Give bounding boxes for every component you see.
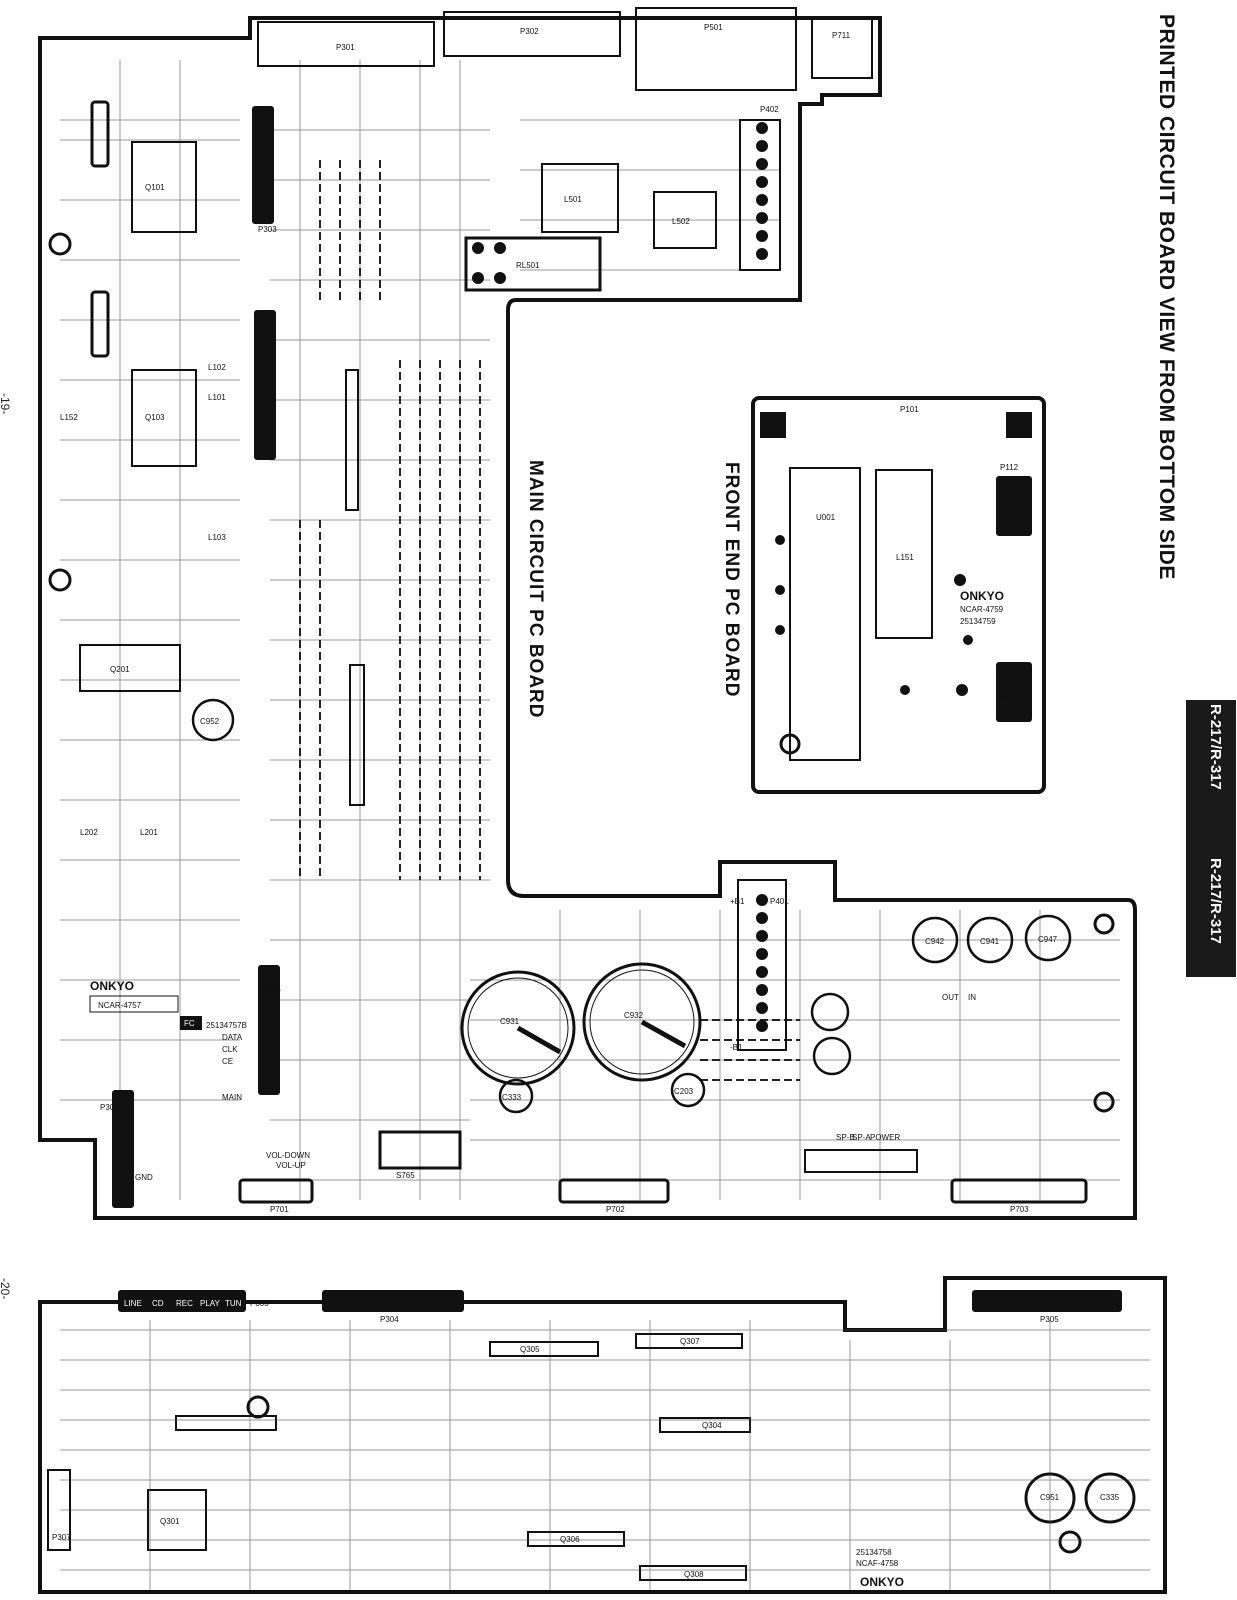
- coil-l101: L101: [208, 393, 226, 402]
- label-data: DATA: [222, 1033, 243, 1042]
- p303-pin-rec: REC: [176, 1299, 193, 1308]
- bb-conn-p304: P304: [380, 1315, 399, 1324]
- main-part-number: 25134757B: [206, 1021, 247, 1030]
- coil-l102: L102: [208, 363, 226, 372]
- front-end-board-outline: [751, 396, 1046, 794]
- fe-part-number: 25134759: [960, 617, 996, 626]
- ic-q103: Q103: [145, 413, 165, 422]
- cap-c335: C333: [502, 1093, 522, 1102]
- fe-conn-p111: P111: [1000, 693, 1018, 702]
- conn-p702: P702: [606, 1205, 625, 1214]
- conn-p703: P703: [1010, 1205, 1029, 1214]
- switch-s765: S765: [396, 1171, 415, 1180]
- p303-pin-line: LINE: [124, 1299, 142, 1308]
- main-board-outline: [38, 16, 1137, 1220]
- main-fc: FC: [184, 1019, 195, 1028]
- p303-pin-tun: TUN: [225, 1299, 242, 1308]
- bb-q308: Q308: [684, 1570, 704, 1579]
- fe-l151: L151: [896, 553, 914, 562]
- conn-p306: P306: [100, 1103, 119, 1112]
- front-end-board-title: FRONT END PC BOARD: [721, 462, 742, 698]
- cap-c333: C203: [674, 1087, 694, 1096]
- conn-p701: P701: [270, 1205, 289, 1214]
- conn-p301: P301: [336, 43, 355, 52]
- fe-conn-p101: P101: [900, 405, 919, 414]
- coil-l202: L202: [80, 828, 98, 837]
- label-clk: CLK: [222, 1045, 238, 1054]
- fe-u001: U001: [816, 513, 836, 522]
- cap-c947: C947: [1038, 935, 1058, 944]
- coil-l201: L201: [140, 828, 158, 837]
- bb-q304: Q304: [702, 1421, 722, 1430]
- bb-brand: ONKYO: [860, 1575, 904, 1589]
- conn-p711: P711: [832, 31, 851, 40]
- cap-c203: C952: [200, 717, 220, 726]
- cap-c942: C942: [925, 937, 945, 946]
- fe-conn-p112: P112: [1000, 463, 1019, 472]
- conn-p305: P305: [262, 985, 281, 994]
- label-in: IN: [968, 993, 976, 1002]
- label-b1-minus: -B1: [730, 1043, 743, 1052]
- coil-l502: L502: [672, 217, 690, 226]
- label-sp-b: SP-B: [836, 1133, 855, 1142]
- coil-l103: L103: [208, 533, 226, 542]
- coil-l152: L152: [60, 413, 78, 422]
- bb-q307: Q307: [680, 1337, 700, 1346]
- bottom-board-outline: [38, 1276, 1167, 1594]
- bb-conn-p305: P305: [1040, 1315, 1059, 1324]
- label-out: OUT: [942, 993, 959, 1002]
- label-gnd: GND: [135, 1173, 153, 1182]
- main-ncar: NCAR-4757: [98, 1001, 142, 1010]
- bb-c952: C335: [1100, 1493, 1120, 1502]
- label-power: POWER: [870, 1133, 900, 1142]
- conn-p402: P402: [760, 105, 779, 114]
- bb-conn-p303: P303: [250, 1299, 269, 1308]
- main-board-title: MAIN CIRCUIT PC BOARD: [525, 460, 546, 719]
- bb-q301: Q301: [160, 1517, 180, 1526]
- p303-pin-play: PLAY: [200, 1299, 221, 1308]
- ic-q201: Q201: [110, 665, 130, 674]
- model-tab: R-217/R-317 R-217/R-317: [1186, 700, 1236, 977]
- ic-q101: Q101: [145, 183, 165, 192]
- bb-part-number: 25134758: [856, 1548, 892, 1557]
- fe-brand: ONKYO: [960, 589, 1004, 603]
- conn-p501: P501: [704, 23, 723, 32]
- cap-c932: C932: [624, 1011, 644, 1020]
- cap-c941: C941: [980, 937, 1000, 946]
- label-ce: CE: [222, 1057, 233, 1066]
- bb-ncar: NCAF-4758: [856, 1559, 899, 1568]
- conn-p303: P303: [258, 225, 277, 234]
- bb-q305: Q305: [520, 1345, 540, 1354]
- cap-c931: C931: [500, 1017, 520, 1026]
- label-b1-plus: +B1: [730, 897, 745, 906]
- conn-p401: P401: [770, 897, 789, 906]
- fe-ncar: NCAR-4759: [960, 605, 1004, 614]
- bb-conn-p307: P307: [52, 1533, 71, 1542]
- label-main: MAIN: [222, 1093, 242, 1102]
- conn-p302: P302: [520, 27, 539, 36]
- label-vol-up: VOL-UP: [276, 1161, 306, 1170]
- p303-pin-cd: CD: [152, 1299, 164, 1308]
- relay-rl501: RL501: [516, 261, 540, 270]
- label-sp-a: SP-A: [852, 1133, 871, 1142]
- main-brand: ONKYO: [90, 979, 134, 993]
- label-vol-down: VOL-DOWN: [266, 1151, 310, 1160]
- coil-l501: L501: [564, 195, 582, 204]
